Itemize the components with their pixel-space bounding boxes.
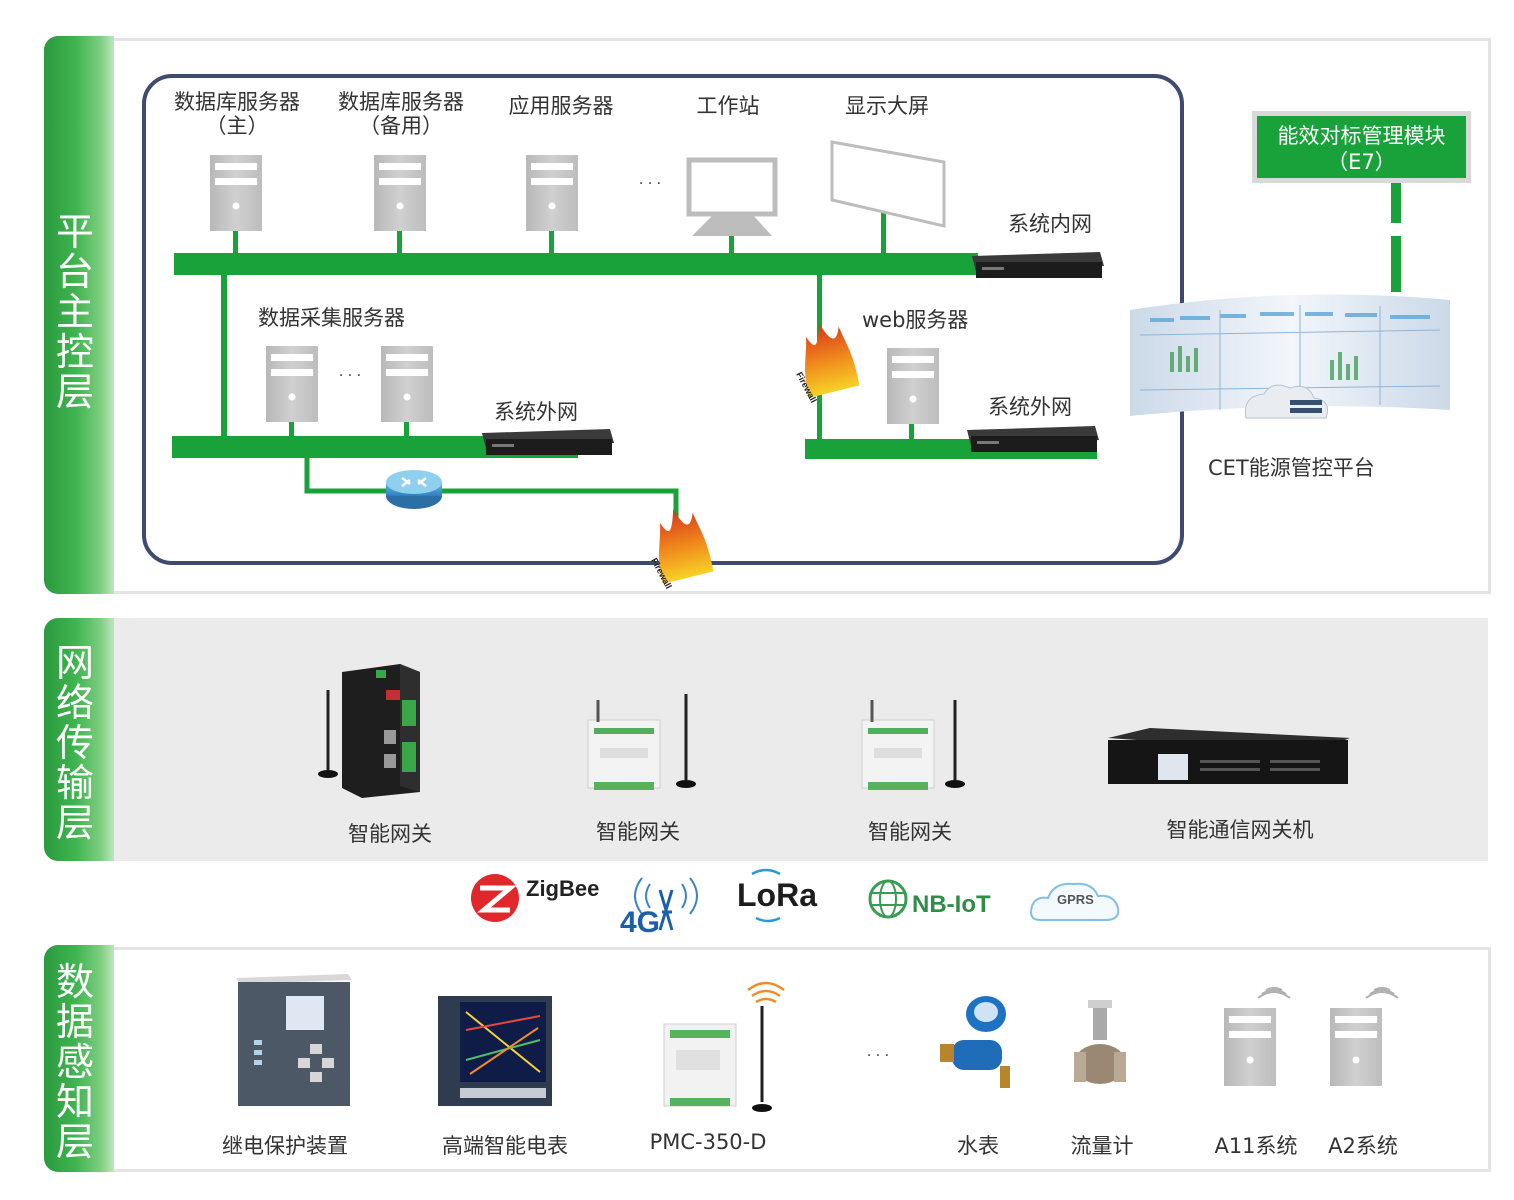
ellipsis: · · · [866,1048,890,1064]
big-screen-icon [830,140,946,228]
firewall-icon [659,509,714,584]
cloud-icon [1030,882,1120,921]
gprs-label: GPRS [1057,892,1094,907]
dashboard-wall-icon [1130,294,1450,419]
wifi-icon [1257,987,1291,999]
gateway-icon [587,694,696,790]
flow-meter-icon [1074,1000,1126,1084]
router-icon [386,470,442,509]
workstation-label: 工作站 [696,94,760,118]
device-label: PMC-350-D [649,1130,767,1154]
pmc-meter-icon [663,981,785,1112]
cet-platform-label: CET能源管控平台 [1208,456,1375,480]
gateway-icon [318,664,420,798]
intranet-label: 系统内网 [1008,212,1092,236]
server-icon [1330,1008,1382,1086]
ellipsis: · · · [338,368,362,384]
monitor-icon [686,157,778,236]
wifi-icon [1365,987,1399,999]
device-label: 继电保护装置 [222,1134,348,1158]
firewall-icon [805,323,860,398]
extranet-label-right: 系统外网 [988,395,1072,419]
gateway-machine-label: 智能通信网关机 [1166,818,1314,842]
device-label: 水表 [957,1134,999,1158]
server-icon [210,155,262,231]
db-main-label: 数据库服务器 （主） [174,90,300,138]
acq-server-label: 数据采集服务器 [258,306,405,330]
4g-label: 4G [620,906,660,939]
zigbee-logo-icon [471,874,519,922]
gateway-machine-icon [1108,728,1350,784]
platform-tier-tab [44,36,114,594]
server-icon [887,348,939,424]
device-label: 高端智能电表 [442,1134,568,1158]
device-label: A11系统 [1214,1134,1298,1158]
db-backup-label: 数据库服务器 （备用） [338,90,464,138]
network-tier-label: 网络传输层 [55,641,94,845]
water-meter-icon [940,996,1010,1088]
zigbee-label: ZigBee [526,876,599,901]
e7-module-title: 能效对标管理模块 [1277,124,1446,148]
server-icon [374,155,426,231]
nbiot-label: NB-IoT [912,891,991,918]
power-meter-icon [438,996,552,1106]
switch-icon [967,426,1099,452]
server-icon [266,346,318,422]
globe-icon [868,879,908,919]
gateway-label: 智能网关 [868,820,952,844]
relay-protection-icon [236,974,352,1106]
device-label: 流量计 [1070,1134,1134,1158]
ellipsis: · · · [638,176,662,192]
device-label: A2系统 [1328,1134,1398,1158]
server-icon [526,155,578,231]
big-screen-label: 显示大屏 [845,94,929,118]
server-icon [381,346,433,422]
switch-icon [482,429,614,455]
sensing-tier-label: 数据感知层 [55,960,94,1164]
extranet-bus-left [172,436,578,458]
protocol-logos: ZigBee 4G LoRa NB-IoT GPRS [471,868,1120,939]
gateway-label: 智能网关 [348,822,432,846]
platform-tier-label: 平台主控层 [55,210,94,414]
intranet-bus [174,253,978,275]
switch-icon [972,252,1104,278]
web-server-label: web服务器 [862,308,969,332]
sensing-tier-tab [44,945,114,1172]
gateway-icon [861,700,965,790]
network-tier-tab [44,618,114,861]
platform-network-diagram: Firewall Firewall [142,74,1450,591]
4g-antenna-icon [634,877,698,931]
e7-module-code: （E7） [1327,150,1396,174]
gateway-label: 智能网关 [596,820,680,844]
network-devices [318,664,1350,798]
server-icon [1224,1008,1276,1086]
sensing-devices [236,974,1399,1112]
extranet-label-left: 系统外网 [494,400,578,424]
lora-label: LoRa [737,877,817,913]
app-server-label: 应用服务器 [508,94,614,118]
e7-module-box: 能效对标管理模块 （E7） [1252,111,1471,183]
